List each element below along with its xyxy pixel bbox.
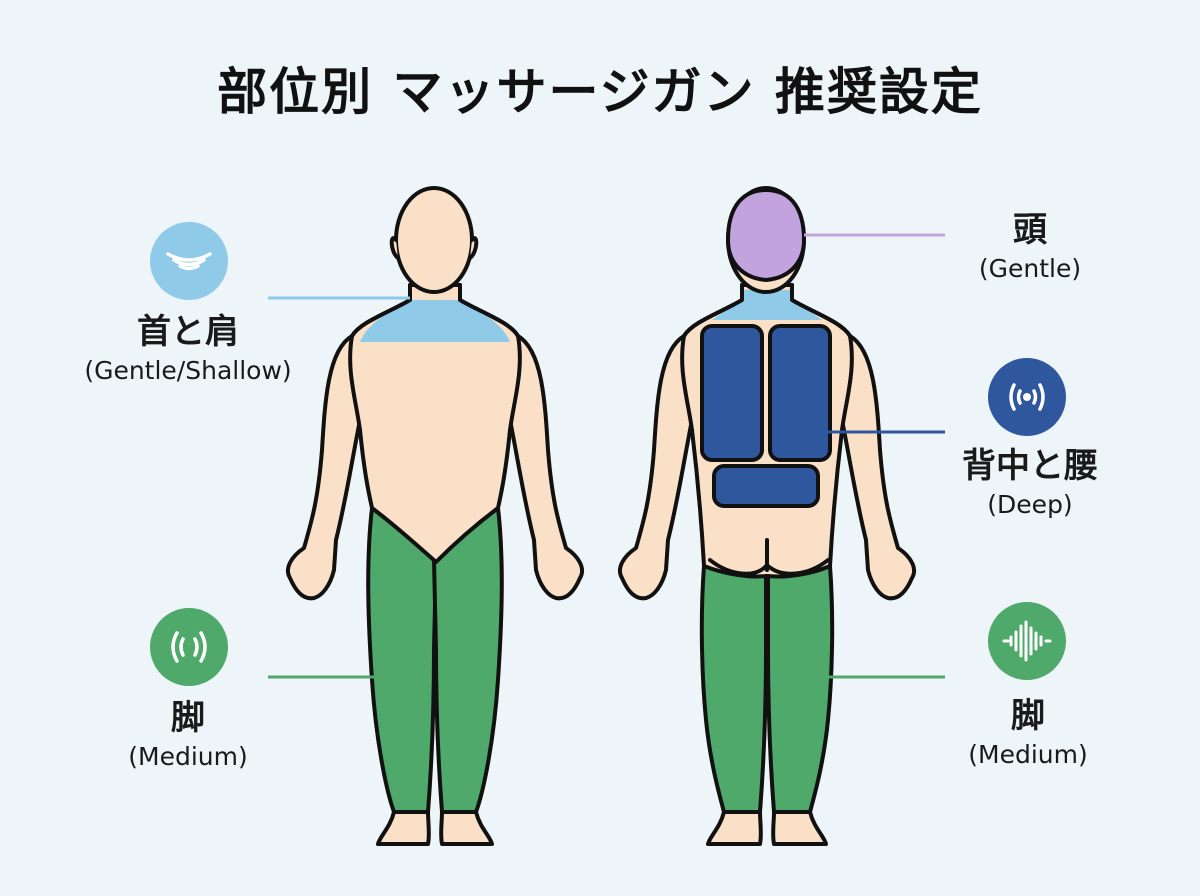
lower-back-zone: [712, 464, 820, 508]
back-left-arm: [617, 334, 694, 601]
front-head: [394, 186, 474, 294]
back-right-arm: [840, 334, 917, 601]
head-label: 頭 (Gentle): [940, 208, 1120, 286]
front-left-arm: [285, 334, 362, 601]
front-torso: [348, 283, 522, 564]
back-leg-label: 脚 (Medium): [928, 694, 1128, 772]
front-right-arm: [508, 334, 585, 601]
front-leg-label: 脚 (Medium): [88, 696, 288, 774]
neck-shoulder-title: 首と肩: [137, 312, 239, 352]
back-waist-title: 背中と腰: [962, 446, 1098, 486]
back-neck-zone: [712, 290, 822, 320]
neck-shoulder-label: 首と肩 (Gentle/Shallow): [58, 310, 318, 388]
head-setting: (Gentle): [978, 254, 1082, 283]
back-left-leg: [699, 564, 768, 814]
back-leg-title: 脚: [1011, 696, 1045, 736]
page-title: 部位別 マッサージガン 推奨設定: [217, 63, 983, 121]
back-head-zone: [726, 188, 806, 282]
front-left-foot: [376, 810, 431, 846]
back-leg-setting: (Medium): [968, 740, 1088, 769]
neck-shoulder-setting: (Gentle/Shallow): [84, 356, 292, 385]
front-figure: [285, 186, 585, 846]
front-leg-setting: (Medium): [128, 742, 248, 771]
medium-vibration-icon: [150, 608, 228, 686]
back-upper-left-zone: [700, 324, 764, 462]
back-left-foot: [706, 810, 763, 846]
deep-vibration-icon: [988, 358, 1066, 436]
back-waist-label: 背中と腰 (Deep): [920, 444, 1140, 522]
back-upper-right-zone: [768, 324, 832, 462]
back-figure: [617, 186, 917, 846]
front-leg-title: 脚: [171, 698, 205, 738]
back-right-foot: [771, 810, 828, 846]
head-title: 頭: [1013, 210, 1047, 250]
back-waist-setting: (Deep): [987, 490, 1073, 519]
front-right-foot: [439, 810, 494, 846]
soundwave-icon: [988, 602, 1066, 680]
front-neck-shoulder-zone: [360, 300, 510, 342]
gentle-wave-icon: [150, 222, 228, 300]
back-right-leg: [766, 564, 835, 814]
